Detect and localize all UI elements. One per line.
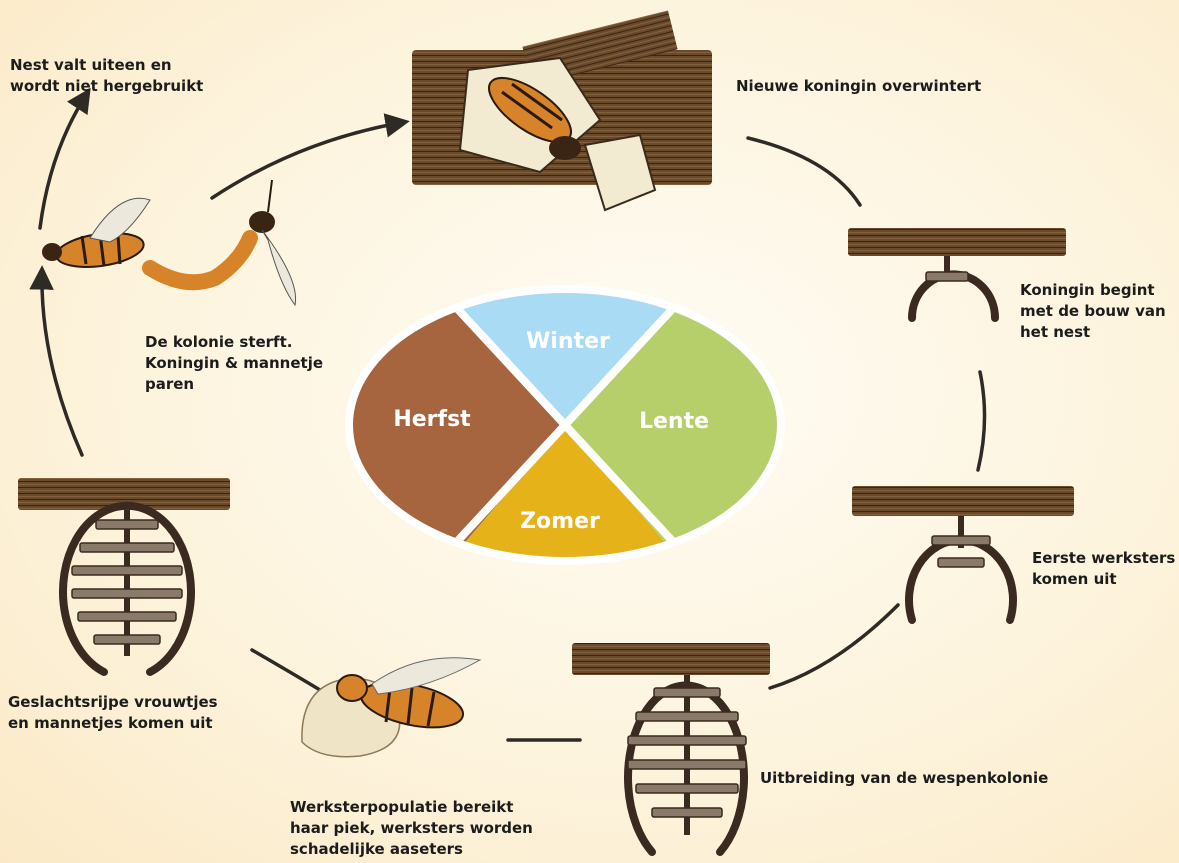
line-peak-to-sexual <box>252 650 320 690</box>
season-lente-label: Lente <box>639 409 709 434</box>
arrow-to-overwinter <box>212 122 405 198</box>
label-queen-builds: Koningin begint met de bouw van het nest <box>1020 280 1166 343</box>
worker-scavenger-illustration <box>302 658 480 757</box>
label-colony-expands: Uitbreiding van de wespenkolonie <box>760 768 1048 789</box>
line-overwinter-to-build <box>748 138 860 205</box>
nest-mature-illustration <box>18 478 230 672</box>
nest-expanding-illustration <box>572 643 770 852</box>
label-nest-falls: Nest valt uiteen en wordt niet hergebrui… <box>10 55 203 97</box>
season-wheel: Winter Lente Zomer Herfst <box>330 260 800 600</box>
label-first-workers: Eerste werksters komen uit <box>1032 548 1175 590</box>
season-winter-label: Winter <box>526 329 610 354</box>
arrow-to-nest-falls <box>40 92 88 228</box>
label-sexual-emerge: Geslachtsrijpe vrouwtjes en mannetjes ko… <box>8 692 218 734</box>
label-queen-overwinters: Nieuwe koningin overwintert <box>736 76 981 97</box>
label-colony-dies: De kolonie sterft. Koningin & mannetje p… <box>145 332 323 395</box>
arrow-to-die <box>42 270 82 455</box>
overwintering-queen-illustration <box>412 10 712 210</box>
line-workers-to-expand <box>770 605 898 688</box>
label-worker-peak: Werksterpopulatie bereikt haar piek, wer… <box>290 797 533 860</box>
mating-pair-illustration <box>42 180 296 305</box>
season-zomer-label: Zomer <box>520 509 600 534</box>
line-build-to-workers <box>978 372 985 470</box>
season-herfst-label: Herfst <box>393 407 471 432</box>
